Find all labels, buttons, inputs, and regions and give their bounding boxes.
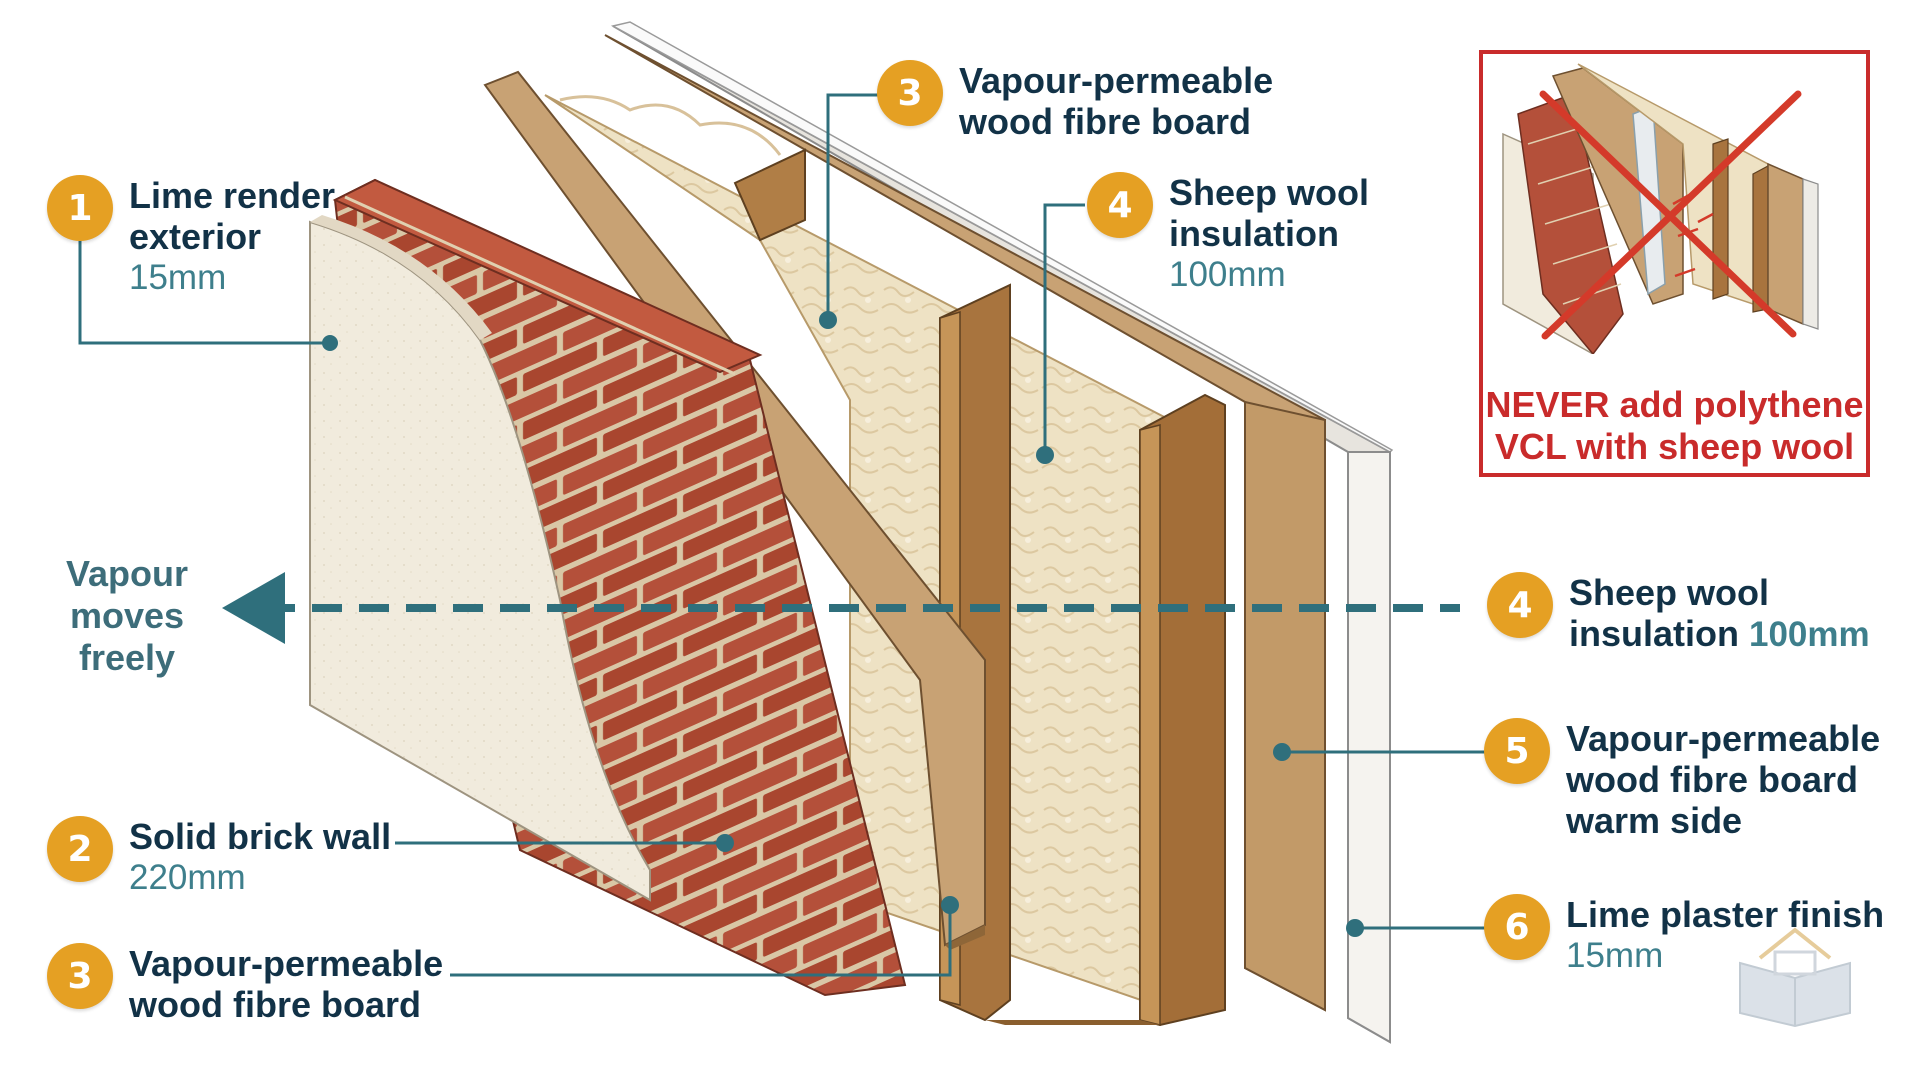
vapour-label-line: moves — [69, 595, 185, 636]
callout-number-badge: 3 — [877, 60, 943, 126]
warning-text-line: NEVER add polythene — [1485, 384, 1864, 425]
callout-number-badge: 4 — [1487, 572, 1553, 638]
callout-title: insulation — [1569, 613, 1739, 654]
callout-lime-plaster: 6 Lime plaster finish 15mm — [1484, 894, 1884, 976]
cross-icon — [1539, 90, 1802, 340]
vapour-label: Vapour moves freely — [52, 553, 202, 679]
leader-lines — [78, 93, 1485, 977]
callout-number-badge: 1 — [47, 175, 113, 241]
callout-wool-right: 4 Sheep wool insulation 100mm — [1487, 572, 1870, 655]
callout-title: exterior — [129, 216, 262, 257]
leader-line-wool-top — [1043, 203, 1085, 455]
callout-title: Lime plaster finish — [1566, 894, 1885, 935]
leader-line-lime-render — [78, 240, 330, 345]
callout-number-badge: 3 — [47, 943, 113, 1009]
arrow-left-icon — [222, 572, 285, 644]
callout-wool-top: 4 Sheep wool insulation 100mm — [1087, 172, 1369, 295]
warning-illustration — [1502, 63, 1819, 354]
leader-line-fibre-board-outer — [450, 905, 952, 977]
warning-box: NEVER add polythene VCL with sheep wool — [1479, 50, 1870, 477]
leader-line-fibre-board-top — [826, 93, 880, 320]
callout-number-badge: 4 — [1087, 172, 1153, 238]
callout-title: Vapour-permeable — [1566, 718, 1881, 759]
wood-fibre-board-warm-side — [604, 34, 1326, 1012]
vapour-label-line: freely — [78, 637, 176, 678]
callout-number-badge: 6 — [1484, 894, 1550, 960]
callout-size: 220mm — [129, 858, 246, 897]
callout-title: wood fibre board — [129, 984, 421, 1025]
callout-fibre-board-outer: 3 Vapour-permeable wood fibre board — [47, 943, 443, 1025]
callout-title: insulation — [1169, 213, 1339, 254]
callout-brick-wall: 2 Solid brick wall 220mm — [47, 816, 391, 898]
lime-render-layer — [309, 215, 651, 902]
leader-dots — [322, 311, 1364, 937]
callout-title: wood fibre board — [1566, 759, 1858, 800]
callout-size: 100mm — [1749, 615, 1870, 654]
vapour-label-line: Vapour — [65, 553, 189, 594]
vapour-arrow — [222, 572, 1460, 644]
callout-size: 15mm — [129, 258, 227, 297]
callout-title: Vapour-permeable — [959, 60, 1274, 101]
callout-lime-render: 1 Lime render exterior 15mm — [47, 175, 335, 298]
callout-size: 15mm — [1566, 936, 1664, 975]
lime-plaster-layer — [610, 21, 1394, 1044]
callout-title: wood fibre board — [959, 101, 1251, 142]
callout-fibre-board-warm: 5 Vapour-permeable wood fibre board warm… — [1484, 718, 1880, 841]
callout-title: Lime render — [129, 175, 336, 216]
callout-number-badge: 2 — [47, 816, 113, 882]
callout-title: Vapour-permeable — [129, 943, 444, 984]
warning-text-line: VCL with sheep wool — [1494, 426, 1855, 467]
callout-size: 100mm — [1169, 255, 1286, 294]
callout-title: Sheep wool — [1569, 572, 1770, 613]
warning-text: NEVER add polythene VCL with sheep wool — [1483, 384, 1866, 468]
callout-title: warm side — [1566, 800, 1743, 841]
wood-fibre-board-outer — [483, 70, 986, 950]
callout-title: Sheep wool — [1169, 172, 1370, 213]
callout-fibre-board-top: 3 Vapour-permeable wood fibre board — [877, 60, 1273, 142]
callout-number-badge: 5 — [1484, 718, 1550, 784]
callout-title: Solid brick wall — [129, 816, 392, 857]
house-book-icon — [1739, 927, 1851, 1028]
